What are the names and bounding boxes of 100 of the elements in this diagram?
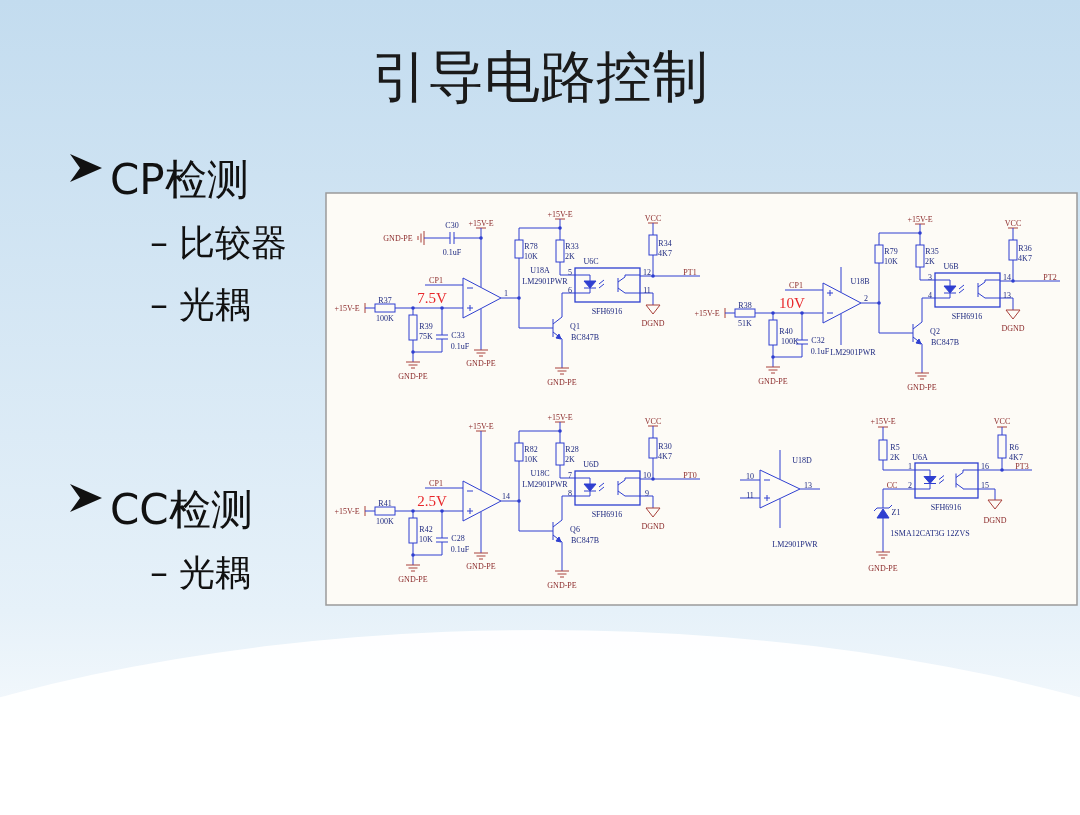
voltage-label: 2.5V [417,493,447,509]
sub-bullet-text: – 光耦 [150,284,252,326]
net-label: +15V-E [334,506,360,516]
voltage-label: 10V [779,295,805,311]
component-value: 100K [376,313,394,323]
net-label: +15V-E [468,421,494,431]
net-label: PT1 [683,267,697,277]
net-label: VCC [1004,218,1022,228]
net-label: +15V-E [694,308,720,318]
component-value: 75K [419,331,433,341]
net-label: CC [886,480,898,490]
part-number: LM2901PWR [772,539,818,549]
sub-bullet-text: – 光耦 [150,552,252,594]
component-value: 2K [565,454,575,464]
pin-number: 7 [568,470,572,480]
component-value: 4K7 [658,248,672,258]
component-value: 0.1uF [450,341,470,351]
pin-number: 14 [1003,272,1011,282]
component-label: R41 [378,498,392,508]
pin-number: 11 [746,490,754,500]
component-label: R30 [658,441,672,451]
component-label: C30 [445,220,459,230]
component-value: 2K [925,256,935,266]
net-label: GND-PE [907,382,937,392]
component-value: 4K7 [658,451,672,461]
component-value: 0.1uF [450,544,470,554]
component-label: U18D [792,455,812,465]
net-label: +15V-E [547,412,573,422]
net-label: GND-PE [466,358,496,368]
pin-number: 12 [643,267,651,277]
component-value: 100K [376,516,394,526]
component-value: 0.1uF [810,346,830,356]
part-number: SFH6916 [951,311,983,321]
component-label: R33 [565,241,579,251]
pin-number: 2 [908,480,912,490]
net-label: VCC [993,416,1011,426]
component-label: Q1 [570,321,580,331]
net-label: GND-PE [758,376,788,386]
component-value: 10K [524,454,538,464]
component-label: U6B [943,261,959,271]
net-label: GND-PE [383,233,413,243]
net-label: +15V-E [907,214,933,224]
component-value: 100K [781,336,799,346]
net-label: GND-PE [868,563,898,573]
part-number: SFH6916 [591,306,623,316]
net-label: CP1 [429,478,443,488]
component-label: C32 [811,335,825,345]
net-label: +15V-E [547,209,573,219]
pin-number: 4 [928,290,932,300]
part-number: 1SMA12CAT3G 12ZVS [890,528,970,538]
net-label: PT3 [1015,461,1029,471]
net-label: DGND [641,318,665,328]
component-label: R34 [658,238,672,248]
component-label: Q2 [930,326,940,336]
component-value: 0.1uF [442,247,462,257]
component-label: R78 [524,241,538,251]
component-label: Z1 [891,507,901,517]
pin-number: 8 [568,488,572,498]
net-label: CP1 [789,280,803,290]
component-label: R6 [1009,442,1019,452]
pin-number: 14 [502,491,510,501]
component-value: 10K [884,256,898,266]
pin-number: 13 [804,480,812,490]
pin-number: 6 [568,285,572,295]
sub-bullet-text: – 比较器 [150,222,288,264]
pin-number: 16 [981,461,989,471]
component-label: U18A [530,265,550,275]
net-label: VCC [644,213,662,223]
net-label: DGND [983,515,1007,525]
part-number: BC847B [571,332,599,342]
bullet-text: CC检测 [110,486,253,534]
component-value: 51K [738,318,752,328]
net-label: PT0 [683,470,697,480]
component-label: R36 [1018,243,1032,253]
component-value: 4K7 [1018,253,1032,263]
component-value: 4K7 [1009,452,1023,462]
part-number: LM2901PWR [522,479,568,489]
component-label: R28 [565,444,579,454]
net-label: +15V-E [870,416,896,426]
component-label: U6D [583,459,599,469]
pin-number: 1 [504,288,508,298]
component-label: U18C [530,468,550,478]
component-label: U6A [912,452,928,462]
part-number: BC847B [931,337,959,347]
component-value: 2K [565,251,575,261]
slide-title: 引导电路控制 [371,43,709,111]
net-label: PT2 [1043,272,1057,282]
pin-number: 9 [645,488,649,498]
part-number: SFH6916 [930,502,962,512]
bullet-text: CP检测 [110,156,249,204]
pin-number: 11 [643,285,651,295]
pin-number: 10 [643,470,651,480]
component-label: R38 [738,300,752,310]
pin-number: 3 [928,272,932,282]
component-label: R40 [779,326,793,336]
pin-number: 5 [568,267,572,277]
pin-number: 15 [981,480,989,490]
net-label: GND-PE [547,580,577,590]
component-label: R5 [890,442,900,452]
net-label: GND-PE [466,561,496,571]
